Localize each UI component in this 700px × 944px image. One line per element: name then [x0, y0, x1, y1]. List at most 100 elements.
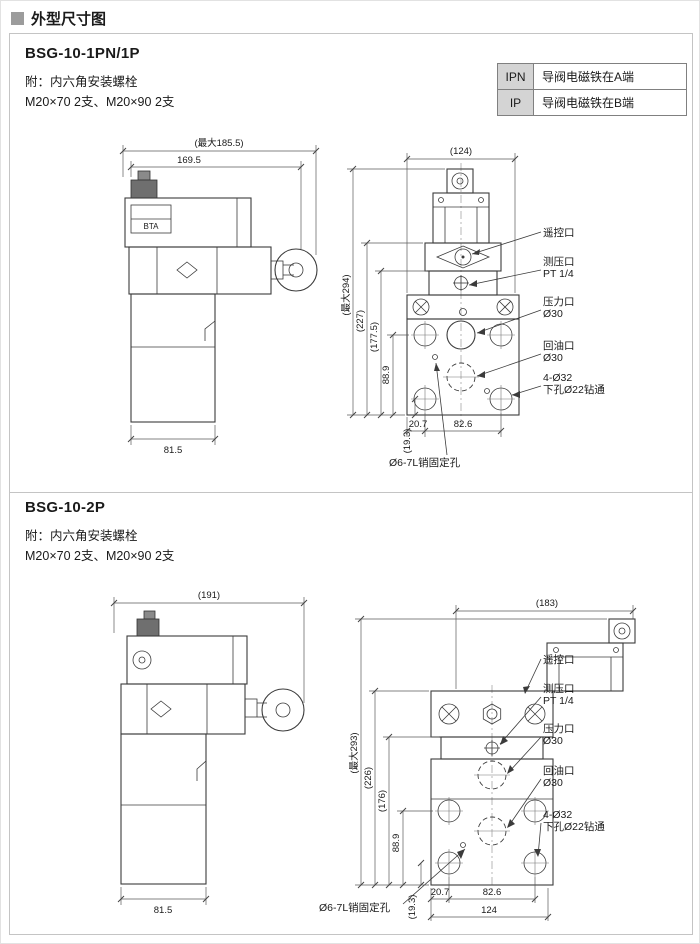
din-connector: [130, 170, 158, 199]
solenoid-front-2: [546, 642, 624, 692]
dim-upper-width: 169.5: [127, 155, 305, 249]
dim-text: 124: [481, 905, 497, 916]
dim-body-width-2: 81.5: [117, 887, 210, 916]
dim-text: 88.9: [391, 834, 402, 853]
label-pressure-port: 压力口: [543, 295, 575, 308]
dim-text: 20.7: [409, 419, 428, 430]
side-view: (最大185.5) 169.5 BTA: [119, 137, 320, 456]
label-mount-holes: 4-Ø32: [543, 372, 572, 384]
flange: [406, 294, 520, 320]
pin-label-2: Ø6-7L销固定孔: [319, 848, 466, 914]
label-pin-hole: Ø6-7L销固定孔: [389, 456, 461, 469]
adjust-handwheel: [270, 248, 318, 292]
label-pressure-port: 压力口: [543, 722, 575, 735]
legend-desc-ip: 导阀电磁铁在B端: [542, 96, 635, 110]
din-connector-front: [446, 168, 474, 194]
label-pin-hole: Ø6-7L销固定孔: [319, 901, 391, 914]
dim-text: (177.5): [369, 322, 380, 352]
dim-text: (19.3): [407, 895, 418, 920]
label-return-size: Ø30: [543, 352, 563, 364]
pressure-port-circle: [446, 320, 476, 350]
dim-text: 81.5: [164, 445, 183, 456]
label-return-port: 回油口: [543, 339, 575, 352]
solenoid-body: BTA: [124, 197, 252, 248]
label-return-port: 回油口: [543, 764, 575, 777]
legend-row-ip: IP 导阀电磁铁在B端: [498, 89, 686, 115]
dim-text: (191): [198, 590, 220, 601]
dim-text: 88.9: [381, 366, 392, 385]
bolt-spec-2: M20×70 2支、M20×90 2支: [25, 549, 175, 563]
pin-hole: [460, 842, 466, 848]
dim-text: 169.5: [177, 155, 201, 166]
dim-88-9-2: 88.9: [391, 807, 433, 889]
dim-total-height-2: (最大293): [348, 615, 607, 889]
dim-177-5: (177.5): [369, 267, 427, 419]
dim-text: (最大294): [340, 274, 352, 315]
port-labels-2: 遥控口 测压口 PT 1/4 压力口 Ø30 回油口 Ø30 4-Ø32 下孔Ø…: [499, 653, 605, 857]
dim-88-9: 88.9: [381, 331, 409, 419]
bolt-note-2: 附：内六角安装螺栓: [25, 529, 138, 543]
page-title: 外型尺寸图: [11, 8, 106, 29]
pilot-top-front: [424, 242, 502, 272]
pilot-valve: [128, 246, 272, 295]
din-connector-front-2: [608, 618, 636, 644]
coil-mark: BTA: [144, 222, 160, 231]
content-box: [9, 33, 693, 935]
side-view-2: (191): [110, 590, 308, 916]
gauge-block: [428, 270, 498, 296]
port-labels: 遥控口 测压口 PT 1/4 压力口 Ø30 回油口 Ø30 4-Ø32 下孔Ø…: [468, 226, 605, 398]
section-divider: [10, 492, 692, 493]
dim-text: (124): [450, 146, 472, 157]
dim-body-width: 81.5: [127, 425, 219, 456]
front-view: (124): [340, 146, 605, 469]
page-title-text: 外型尺寸图: [31, 11, 107, 28]
label-return-size: Ø30: [543, 777, 563, 789]
label-pressure-size: Ø30: [543, 735, 563, 747]
main-body-side-2: [120, 733, 207, 885]
label-mount-note: 下孔Ø22钻通: [543, 383, 605, 396]
legend-desc-ipn: 导阀电磁铁在A端: [542, 70, 635, 84]
legend-code-ip: IP: [498, 90, 534, 115]
label-gauge-size: PT 1/4: [543, 268, 574, 280]
label-gauge-port: 测压口: [543, 682, 575, 695]
label-mount-holes: 4-Ø32: [543, 809, 572, 821]
label-gauge-size: PT 1/4: [543, 695, 574, 707]
dim-front-width-2: (183): [452, 598, 637, 689]
model-title-1: BSG-10-1PN/1P: [25, 45, 140, 62]
dim-total-height: (最大294): [340, 165, 445, 419]
dim-text: (176): [377, 790, 388, 812]
dim-227: (227): [355, 239, 423, 419]
drawing-bsg-10-1pn: (最大185.5) 169.5 BTA: [119, 137, 605, 469]
pilot-valve-2: [120, 683, 246, 735]
label-remote-port: 遥控口: [543, 226, 575, 239]
dim-176: (176): [377, 733, 439, 889]
dim-19-3: (19.3): [402, 395, 419, 454]
gauge-block-2: [440, 736, 544, 760]
dim-19-3-2: (19.3): [407, 859, 425, 920]
pin-label: Ø6-7L销固定孔: [389, 362, 461, 469]
dim-front-width: (124): [403, 146, 519, 293]
label-remote-port: 遥控口: [543, 653, 575, 666]
dim-text: (226): [363, 767, 374, 789]
dim-text: 81.5: [154, 905, 173, 916]
pin-hole-2: [484, 388, 490, 394]
dim-text: (最大185.5): [194, 137, 243, 149]
main-body-front: [406, 318, 520, 416]
label-mount-note: 下孔Ø22钻通: [543, 820, 605, 833]
dim-total-width: (最大185.5): [119, 137, 320, 255]
label-gauge-port: 测压口: [543, 255, 575, 268]
legend-table: IPN 导阀电磁铁在A端 IP 导阀电磁铁在B端: [497, 63, 687, 116]
front-view-2: (183): [319, 598, 637, 921]
pin-hole: [432, 354, 438, 360]
dim-text: (183): [536, 598, 558, 609]
dim-total-width-2: (191): [110, 590, 308, 703]
main-body-side: [130, 293, 216, 423]
dim-226: (226): [363, 687, 429, 889]
solenoid-2: [126, 635, 248, 685]
dim-bottom-2: 20.7 82.6 124: [427, 877, 552, 921]
label-pressure-size: Ø30: [543, 308, 563, 320]
dim-text: 20.7: [431, 887, 450, 898]
dim-text: (19.3): [402, 429, 413, 454]
dim-text: (最大293): [348, 732, 360, 773]
